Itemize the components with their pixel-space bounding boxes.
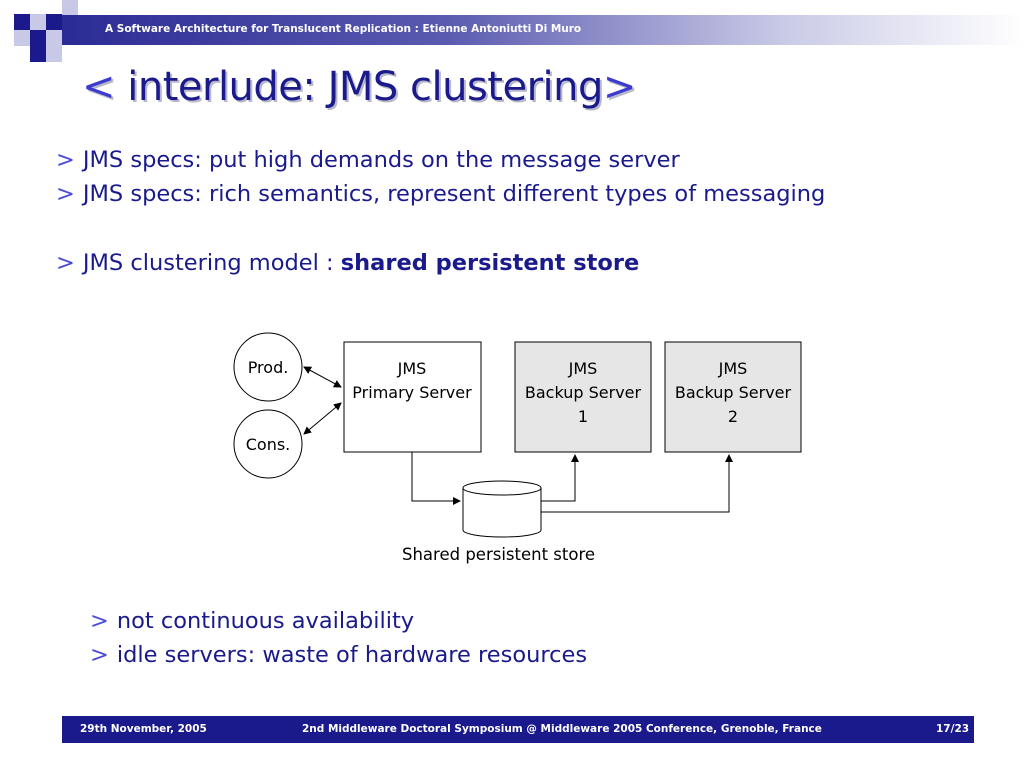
decor-square xyxy=(30,14,46,30)
slide-title: < interlude: JMS clustering> xyxy=(82,64,636,110)
bullet-item: > JMS specs: rich semantics, represent di… xyxy=(56,181,825,207)
decor-square xyxy=(14,14,30,30)
backup-server-2-line2: Backup Server xyxy=(675,383,792,402)
primary-server-box xyxy=(343,341,482,453)
consumer-node xyxy=(233,409,303,479)
backup-server-1-line2: Backup Server xyxy=(525,383,642,402)
backup-server-1-line3: 1 xyxy=(578,407,588,426)
store-caption: Shared persistent store xyxy=(402,545,596,564)
bullet-marker: > xyxy=(90,608,109,634)
footer-bar xyxy=(62,716,974,743)
shared-store-cylinder xyxy=(462,480,542,538)
bullet-text: JMS clustering model : xyxy=(82,250,341,276)
footer-page-number: 17/23 xyxy=(936,723,970,735)
bullet-marker: > xyxy=(90,642,109,668)
decor-square xyxy=(62,0,78,15)
producer-arrow xyxy=(303,366,342,388)
footer-event: 2nd Middleware Doctoral Symposium @ Midd… xyxy=(302,723,822,735)
backup-server-1-line1: JMS xyxy=(568,359,598,378)
header-bar xyxy=(62,15,1024,45)
title-close-bracket: > xyxy=(602,64,637,110)
footer-date: 29th November, 2005 xyxy=(80,723,207,735)
title-open-bracket: < xyxy=(82,64,116,110)
bullet-item: > JMS specs: put high demands on the mess… xyxy=(56,147,680,173)
consumer-arrow xyxy=(303,402,342,435)
decor-square xyxy=(14,30,30,46)
bullet-marker: > xyxy=(56,147,75,173)
conclusion-item: > idle servers: waste of hardware resourc… xyxy=(90,642,587,668)
header-title: A Software Architecture for Translucent … xyxy=(105,23,582,35)
conclusion-text: not continuous availability xyxy=(116,608,415,634)
conclusion-text: idle servers: waste of hardware resource… xyxy=(116,642,588,668)
primary-server-line1: JMS xyxy=(397,359,427,378)
consumer-label: Cons. xyxy=(246,435,291,454)
primary-to-store-arrow xyxy=(411,452,461,505)
store-to-backup1-arrow xyxy=(541,454,579,502)
backup-server-2-box xyxy=(664,341,802,453)
bullet-item: > JMS clustering model : shared persisten… xyxy=(56,250,639,276)
bullet-text: JMS specs: put high demands on the messa… xyxy=(82,147,680,173)
decor-square xyxy=(46,14,62,30)
producer-label: Prod. xyxy=(248,358,289,377)
decor-square xyxy=(30,46,46,62)
store-to-backup2-arrow xyxy=(541,454,733,513)
decor-square xyxy=(46,30,62,46)
decor-square xyxy=(46,46,62,62)
backup-server-2-line1: JMS xyxy=(718,359,748,378)
bullet-text: JMS specs: rich semantics, represent dif… xyxy=(82,181,826,207)
decor-square xyxy=(30,30,46,46)
bullet-marker: > xyxy=(56,250,75,276)
backup-server-1-box xyxy=(514,341,652,453)
conclusion-item: > not continuous availability xyxy=(90,608,414,634)
primary-server-line2: Primary Server xyxy=(352,383,472,402)
backup-server-2-line3: 2 xyxy=(728,407,738,426)
bullet-emphasis: shared persistent store xyxy=(340,250,640,276)
title-text: interlude: JMS clustering xyxy=(127,64,603,110)
bullet-marker: > xyxy=(56,181,75,207)
producer-node xyxy=(233,332,303,402)
